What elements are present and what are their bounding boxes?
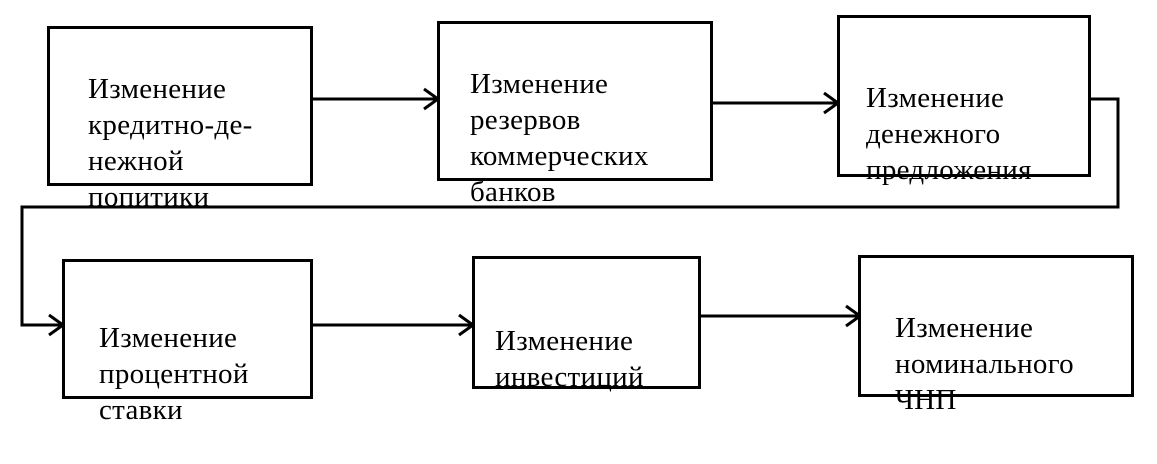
flow-diagram: Изменение кредитно-де- нежной попитики И… bbox=[20, 15, 1134, 426]
node-interest-rate-label: Изменение процентной ставки bbox=[99, 322, 249, 426]
node-interest-rate: Изменение процентной ставки bbox=[62, 259, 313, 426]
node-money-supply-label: Изменение денежного предложения bbox=[866, 82, 1032, 186]
node-credit-policy: Изменение кредитно-де- нежной попитики bbox=[47, 26, 313, 213]
node-bank-reserves: Изменение резервов коммерческих банков bbox=[437, 21, 713, 208]
node-investment: Изменение инвестиций bbox=[472, 256, 701, 393]
node-nominal-gnp-label: Изменение номинального ЧНП bbox=[895, 312, 1074, 416]
node-bank-reserves-label: Изменение резервов коммерческих банков bbox=[470, 68, 649, 208]
node-money-supply: Изменение денежного предложения bbox=[837, 15, 1091, 186]
edge-money-supply-to-interest-rate bbox=[20, 97, 1120, 327]
node-nominal-gnp: Изменение номинального ЧНП bbox=[858, 255, 1134, 416]
node-credit-policy-label: Изменение кредитно-де- нежной попитики bbox=[88, 73, 253, 213]
node-investment-label: Изменение инвестиций bbox=[495, 325, 644, 393]
